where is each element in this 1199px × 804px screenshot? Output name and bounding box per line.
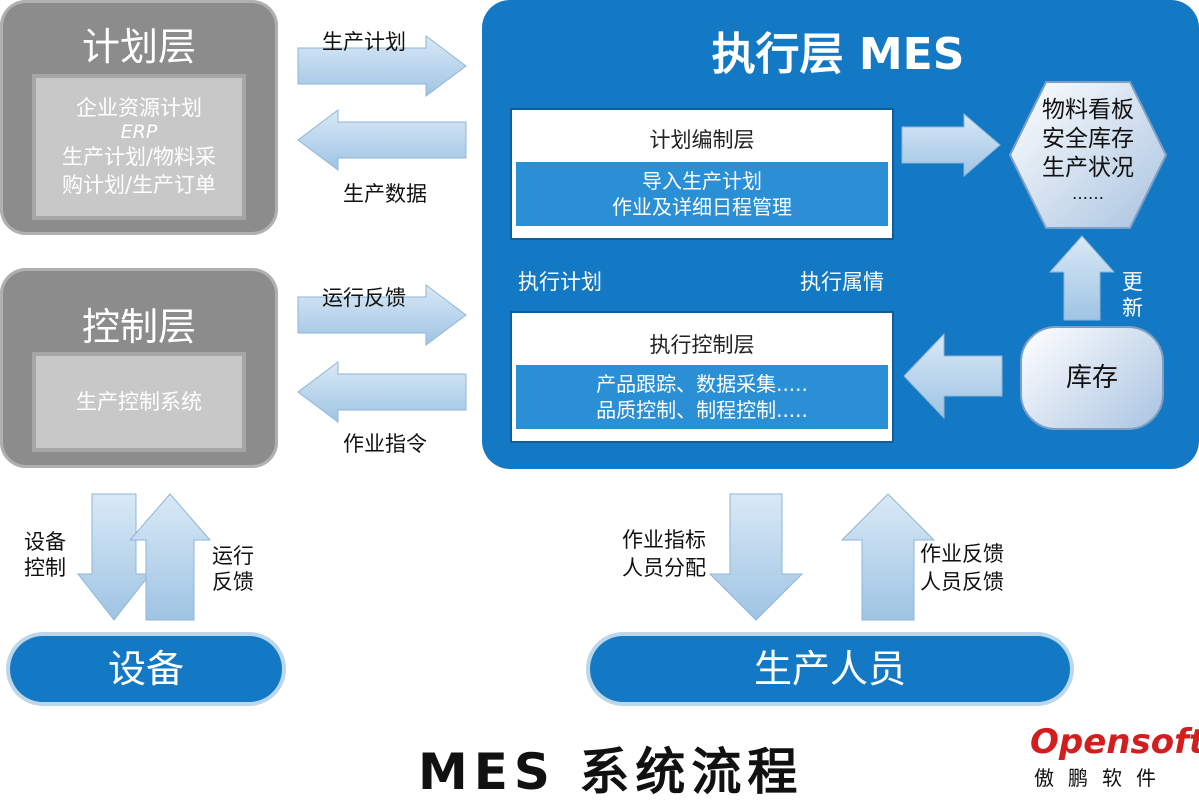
- kanban-text: 物料看板 安全库存 生产状况 ……: [1028, 96, 1148, 205]
- inventory-label: 库存: [1065, 363, 1118, 393]
- label-work-feedback-1: 作业反馈: [920, 542, 1004, 566]
- label-device-control-1: 设备: [24, 530, 66, 554]
- arrow-down-device-control: [76, 493, 152, 621]
- label-run-feedback-1: 运行: [212, 544, 254, 568]
- label-prod-data: 生产数据: [343, 182, 427, 206]
- arrow-left-from-inventory: [903, 332, 1003, 420]
- label-run-feedback-2: 反馈: [212, 570, 254, 594]
- personnel-pill: 生产人员: [590, 636, 1070, 702]
- plan-compile-title: 计划编制层: [649, 128, 755, 152]
- kanban-line-4: ……: [1072, 184, 1104, 203]
- arrow-up-run-feedback: [128, 493, 212, 621]
- arrow-right-prod-plan: [297, 35, 467, 97]
- kanban-line-1: 物料看板: [1042, 97, 1134, 123]
- brand-chinese: 傲鹏软件: [1034, 766, 1170, 790]
- arrow-left-work-order: [297, 361, 467, 423]
- brand-logo: Opensoft: [1030, 722, 1199, 762]
- plan-compile-line-2: 作业及详细日程管理: [612, 195, 792, 219]
- inventory-box: 库存: [1020, 326, 1164, 430]
- exec-control-line-2: 品质控制、制程控制.....: [596, 398, 808, 422]
- control-layer-inner-text: 生产控制系统: [76, 390, 202, 414]
- planning-line-1: 企业资源计划: [76, 96, 202, 120]
- label-work-index-2: 人员分配: [622, 556, 706, 580]
- planning-layer: 计划层 企业资源计划 ERP 生产计划/物料采 购计划/生产订单: [0, 0, 278, 235]
- kanban-hexagon: [1008, 81, 1168, 229]
- arrow-right-run-feedback: [297, 284, 467, 346]
- planning-layer-title: 计划层: [81, 25, 196, 69]
- equipment-label: 设备: [107, 647, 184, 691]
- label-work-order: 作业指令: [343, 432, 427, 456]
- label-exec-status: 执行属情: [800, 270, 884, 294]
- label-work-index-1: 作业指标: [622, 528, 706, 552]
- arrow-up-update: [1048, 235, 1116, 321]
- arrow-left-prod-data: [297, 109, 467, 171]
- control-layer-title: 控制层: [81, 305, 196, 349]
- equipment-pill: 设备: [10, 636, 282, 702]
- control-layer: 控制层 生产控制系统: [0, 268, 278, 468]
- planning-line-4: 购计划/生产订单: [61, 173, 217, 197]
- planning-layer-content: 企业资源计划 ERP 生产计划/物料采 购计划/生产订单: [32, 74, 246, 220]
- planning-line-erp: ERP: [120, 121, 158, 143]
- plan-compile-box: 计划编制层 导入生产计划 作业及详细日程管理: [510, 108, 894, 240]
- label-run-feedback: 运行反馈: [322, 286, 406, 310]
- mes-panel: 执行层 MES 计划编制层 导入生产计划 作业及详细日程管理 执行计划 执行属情…: [482, 0, 1199, 469]
- exec-control-line-1: 产品跟踪、数据采集.....: [596, 372, 808, 396]
- label-update-2: 新: [1122, 296, 1143, 320]
- planning-line-3: 生产计划/物料采: [61, 145, 217, 169]
- label-update-1: 更: [1122, 270, 1143, 294]
- diagram-title: MES 系统流程: [418, 743, 804, 801]
- arrow-right-to-kanban: [901, 112, 1001, 178]
- kanban-line-3: 生产状况: [1042, 155, 1134, 181]
- label-exec-plan: 执行计划: [518, 270, 602, 294]
- kanban-line-2: 安全库存: [1042, 126, 1134, 152]
- plan-compile-line-1: 导入生产计划: [642, 169, 762, 193]
- personnel-label: 生产人员: [753, 647, 906, 691]
- label-device-control-2: 控制: [24, 556, 66, 580]
- label-work-feedback-2: 人员反馈: [920, 570, 1004, 594]
- exec-control-title: 执行控制层: [649, 333, 755, 357]
- label-prod-plan: 生产计划: [322, 30, 406, 54]
- exec-control-box: 执行控制层 产品跟踪、数据采集..... 品质控制、制程控制.....: [510, 311, 894, 443]
- arrow-down-work-index: [708, 493, 804, 621]
- mes-title: 执行层 MES: [711, 29, 965, 80]
- control-layer-content: 生产控制系统: [32, 352, 246, 452]
- exec-control-content: 产品跟踪、数据采集..... 品质控制、制程控制.....: [516, 365, 888, 429]
- arrow-up-work-feedback: [840, 493, 936, 621]
- plan-compile-content: 导入生产计划 作业及详细日程管理: [516, 162, 888, 226]
